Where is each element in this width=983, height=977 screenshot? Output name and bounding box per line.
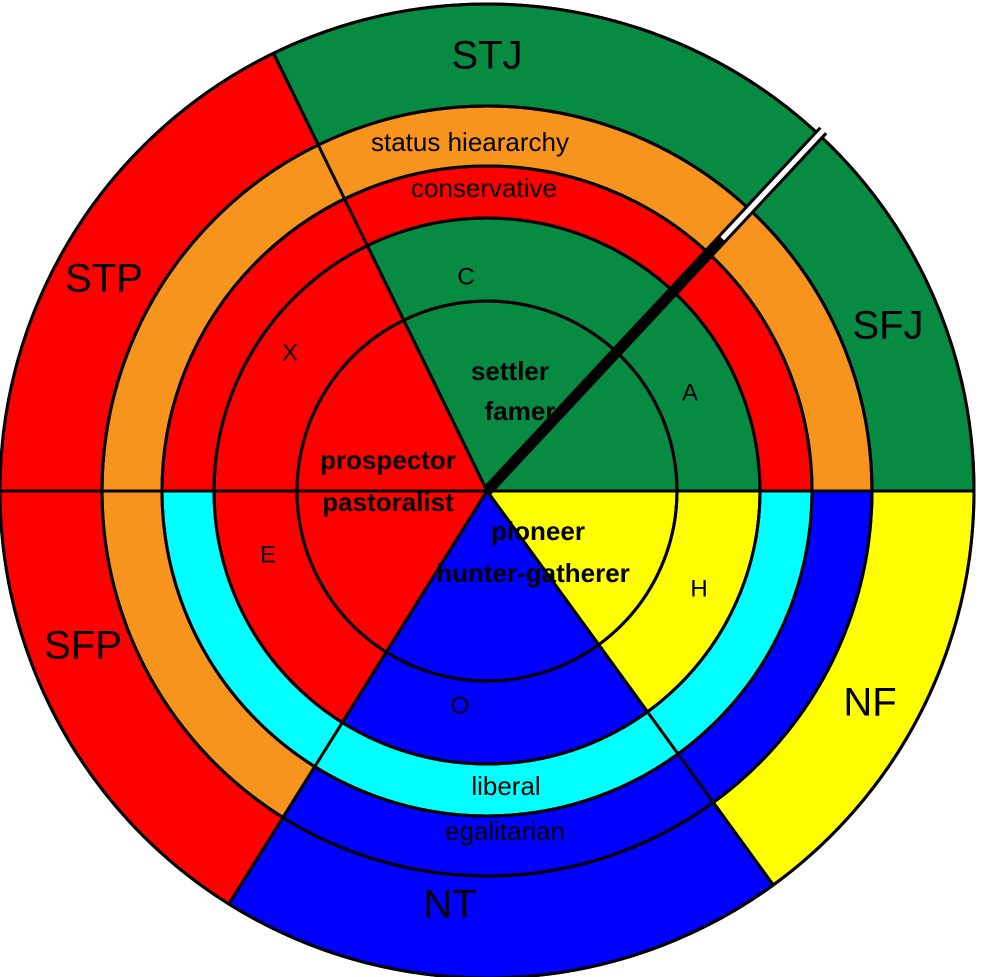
radial-divider-1 xyxy=(272,52,489,492)
label-egalitarian: egalitarian xyxy=(445,816,565,846)
label-o: O xyxy=(451,692,470,719)
label-sfp: SFP xyxy=(44,624,122,668)
label-conservative: conservative xyxy=(411,173,557,203)
label-stp: STP xyxy=(65,257,143,301)
label-nt: NT xyxy=(423,883,476,927)
label-pioneer: pioneer xyxy=(491,516,585,546)
label-sfj: SFJ xyxy=(852,304,923,348)
radial-divider-3 xyxy=(227,490,489,905)
label-stj: STJ xyxy=(451,34,522,78)
label-hunter-gatherer: hunter-gatherer xyxy=(436,558,630,588)
label-pastoralist: pastoralist xyxy=(322,487,454,517)
label-nf: NF xyxy=(843,681,896,725)
big-five-labels: C A X E H O xyxy=(260,263,708,719)
outer-ring-labels: STJ SFJ STP SFP NT NF xyxy=(44,34,923,927)
label-status-hierarchy: status hieararchy xyxy=(371,127,569,157)
core-labels: settler famer prospector pastoralist pio… xyxy=(320,356,630,588)
label-liberal: liberal xyxy=(471,771,540,801)
label-famer: famer xyxy=(485,396,556,426)
label-prospector: prospector xyxy=(320,445,456,475)
label-e: E xyxy=(260,541,276,568)
label-x: X xyxy=(282,339,298,366)
label-c: C xyxy=(457,263,474,290)
stj-sfj-split-gap xyxy=(720,128,826,241)
label-h: H xyxy=(690,575,707,602)
radial-divider-2 xyxy=(485,490,775,886)
label-a: A xyxy=(682,379,698,406)
label-settler: settler xyxy=(471,356,549,386)
band-labels: status hieararchy conservative liberal e… xyxy=(371,127,569,846)
